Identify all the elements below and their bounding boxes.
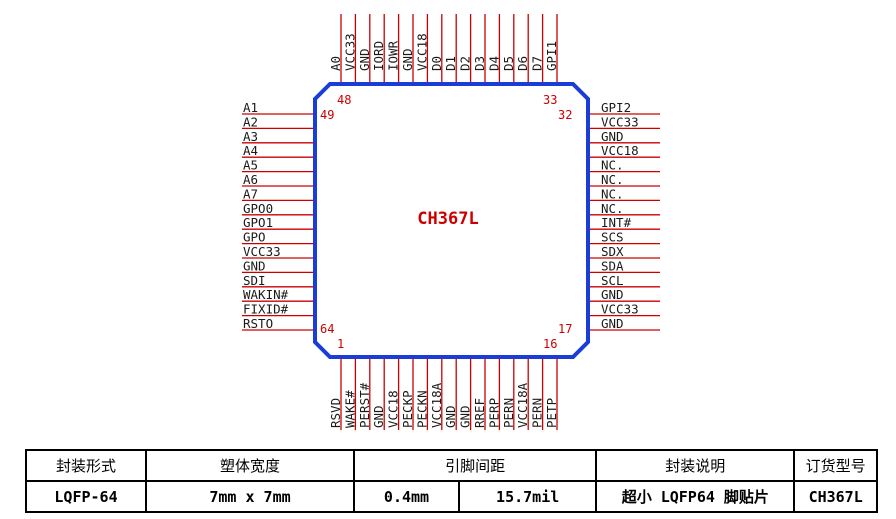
left-pins: A1A2A3A4A5A6A7GPO0GPO1GPOVCC33GNDSDIWAKI… (242, 100, 315, 331)
pin-label: VCC18 (386, 390, 401, 428)
pin-label: PERST# (357, 382, 372, 428)
pin-label: GND (371, 405, 386, 428)
pin-label: PERN (530, 398, 545, 428)
pin-label: A5 (243, 158, 258, 173)
pin-label: A6 (243, 172, 258, 187)
cell-description: 超小 LQFP64 脚贴片 (595, 480, 796, 513)
pin-label: FIXID# (243, 302, 289, 317)
pin-label: VCC18A (429, 382, 444, 428)
pin-label: RSVD (328, 398, 343, 428)
pin-label: D5 (501, 56, 516, 71)
header-order-model: 订货型号 (793, 449, 878, 482)
pin-label: IOWR (386, 40, 401, 71)
pin-label: IORD (371, 41, 386, 71)
pin-label: GND (443, 405, 458, 428)
corner-number-17: 17 (558, 322, 572, 336)
pin-label: GND (400, 48, 415, 71)
pin-label: GND (458, 405, 473, 428)
pin-label: SCL (601, 273, 624, 288)
pin-label: NC. (601, 201, 624, 216)
pin-label: GND (601, 287, 624, 302)
package-info-table: 封装形式 塑体宽度 引脚间距 封装说明 订货型号 LQFP-64 7mm x 7… (25, 449, 878, 513)
corner-number-33: 33 (543, 93, 557, 107)
pin-label: VCC18 (601, 143, 639, 158)
pin-label: D1 (443, 56, 458, 71)
pin-label: WAKE# (342, 390, 357, 428)
cell-order-model: CH367L (793, 480, 878, 513)
pin-label: PERP (486, 398, 501, 428)
pin-label: D3 (472, 56, 487, 71)
pin-label: A2 (243, 114, 258, 129)
cell-package: LQFP-64 (25, 480, 147, 513)
pin-label: PERN (501, 398, 516, 428)
pin-label: GND (601, 129, 624, 144)
pin-label: INT# (601, 215, 632, 230)
pin-label: A3 (243, 129, 258, 144)
pin-label: A4 (243, 143, 258, 158)
pin-label: VCC33 (342, 33, 357, 71)
pin-label: VCC18A (515, 382, 530, 428)
pin-label: GND (357, 48, 372, 71)
cell-body-width: 7mm x 7mm (145, 480, 355, 513)
chip-name: CH367L (417, 209, 478, 229)
pin-label: GND (601, 316, 624, 331)
pin-label: PETP (544, 398, 559, 428)
pin-label: D6 (515, 56, 530, 71)
header-body-width: 塑体宽度 (145, 449, 355, 482)
pin-label: PECKP (400, 390, 415, 428)
header-package-description: 封装说明 (595, 449, 796, 482)
pin-label: RSTO (243, 316, 273, 331)
table-row: LQFP-64 7mm x 7mm 0.4mm 15.7mil 超小 LQFP6… (25, 480, 878, 513)
cell-pitch-mm: 0.4mm (353, 480, 460, 513)
pin-label: SCS (601, 230, 624, 245)
corner-number-1: 1 (337, 337, 344, 351)
pin-label: A7 (243, 186, 258, 201)
pin-label: VCC18 (414, 33, 429, 71)
header-package-type: 封装形式 (25, 449, 147, 482)
pin-label: A0 (328, 56, 343, 71)
pin-label: GPO (243, 230, 266, 245)
pin-label: D7 (530, 56, 545, 71)
corner-number-64: 64 (320, 322, 334, 336)
pin-label: VCC33 (243, 244, 281, 259)
pin-label: D4 (486, 56, 501, 71)
pin-label: NC. (601, 186, 624, 201)
corner-number-16: 16 (543, 337, 557, 351)
pin-label: GPI1 (544, 41, 559, 71)
right-pins: GPI2VCC33GNDVCC18NC.NC.NC.NC.INT#SCSSDXS… (588, 100, 660, 331)
pin-label: D0 (429, 56, 444, 71)
pin-label: VCC33 (601, 302, 639, 317)
pin-label: SDX (601, 244, 624, 259)
pin-label: RREF (472, 398, 487, 428)
pin-label: PECKN (414, 390, 429, 428)
pin-label: GPO1 (243, 215, 273, 230)
pin-label: SDA (601, 258, 624, 273)
cell-pitch-mil: 15.7mil (457, 480, 598, 513)
pin-label: WAKIN# (243, 287, 289, 302)
header-pin-pitch: 引脚间距 (352, 449, 598, 482)
pin-label: A1 (243, 100, 258, 115)
corner-number-48: 48 (337, 93, 351, 107)
pin-label: GPI2 (601, 100, 631, 115)
corner-number-49: 49 (320, 108, 334, 122)
chip-body-outline (313, 82, 590, 359)
pin-label: GND (243, 258, 266, 273)
pin-label: D2 (458, 56, 473, 71)
pin-label: SDI (243, 273, 266, 288)
corner-number-32: 32 (558, 108, 572, 122)
pin-label: VCC33 (601, 114, 639, 129)
pin-label: NC. (601, 172, 624, 187)
table-header-row: 封装形式 塑体宽度 引脚间距 封装说明 订货型号 (25, 449, 878, 482)
pin-label: GPO0 (243, 201, 273, 216)
pin-label: NC. (601, 158, 624, 173)
